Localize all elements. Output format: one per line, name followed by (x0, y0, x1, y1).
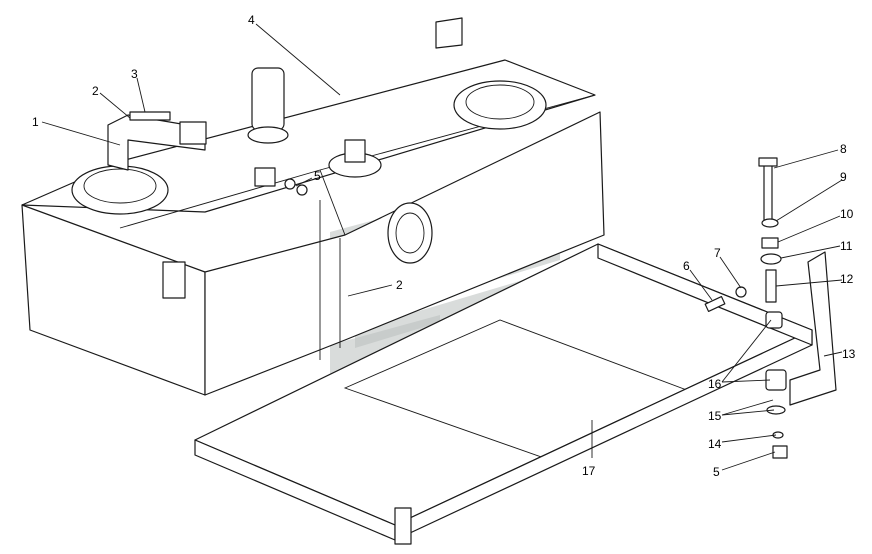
callout-15: 15 (708, 409, 722, 423)
hardware-stack (704, 157, 788, 459)
callout-3: 3 (131, 67, 138, 81)
callout-5-nut: 5 (713, 465, 720, 479)
callout-11: 11 (840, 239, 853, 253)
tank-nuts (254, 167, 308, 196)
callout-10: 10 (840, 207, 854, 221)
callout-2-tank: 2 (396, 278, 403, 292)
callout-12: 12 (840, 272, 854, 286)
callout-6: 6 (683, 259, 690, 273)
callout-17: 17 (582, 464, 596, 478)
mounting-bracket (789, 251, 837, 406)
callout-7: 7 (714, 246, 721, 260)
support-tray (194, 243, 813, 545)
callout-1: 1 (32, 115, 39, 129)
callout-labels: 1 2 2 3 4 5 5 6 7 8 9 10 11 12 13 14 15 … (32, 13, 856, 479)
callout-16: 16 (708, 377, 722, 391)
callout-8: 8 (840, 142, 847, 156)
callout-9: 9 (840, 170, 847, 184)
callout-4: 4 (248, 13, 255, 27)
callout-2: 2 (92, 84, 99, 98)
leader-lines (41, 23, 843, 471)
callout-14: 14 (708, 437, 722, 451)
callout-5-tank: 5 (314, 169, 321, 183)
hold-down-strap (107, 111, 207, 171)
callout-13: 13 (842, 347, 856, 361)
